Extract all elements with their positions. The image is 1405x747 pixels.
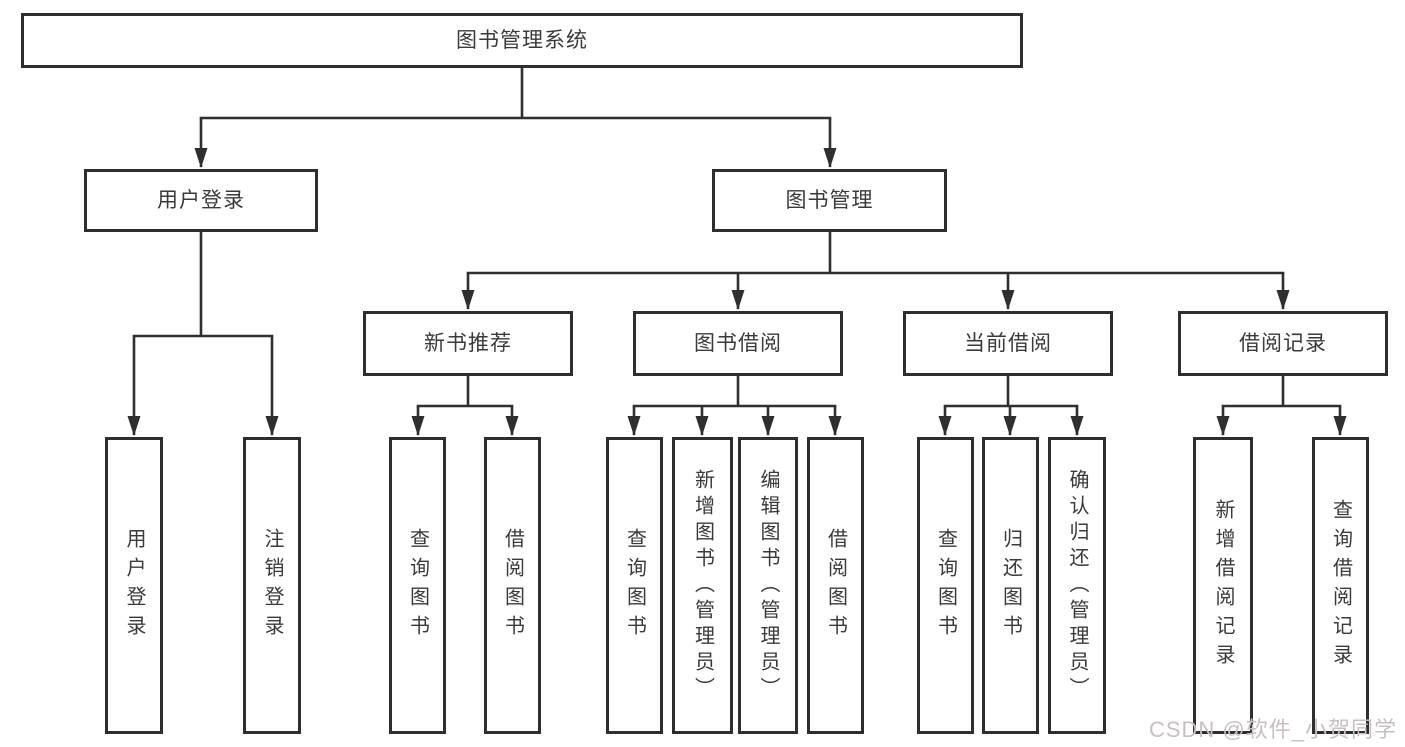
leaf-edit-book-admin: 编辑图书（管理员） xyxy=(738,437,798,734)
node-new-book-recommend: 新书推荐 xyxy=(363,311,573,376)
leaf-query-books-current: 查询图书 xyxy=(917,437,974,734)
connector-root-to-level2 xyxy=(194,68,837,168)
node-book-borrow: 图书借阅 xyxy=(633,311,843,376)
csdn-watermark: CSDN @软件_小贺同学 xyxy=(1148,717,1397,742)
leaf-borrow-books: 借阅图书 xyxy=(807,437,864,734)
connector-current-borrow-to-leaves xyxy=(938,376,1084,436)
leaf-return-book: 归还图书 xyxy=(982,437,1039,734)
connector-book-mgmt-to-level3 xyxy=(461,232,1290,310)
leaf-user-login: 用户登录 xyxy=(105,437,163,734)
leaf-logout: 注销登录 xyxy=(243,437,301,734)
leaf-add-borrow-record: 新增借阅记录 xyxy=(1193,437,1253,734)
leaf-query-books-recommend: 查询图书 xyxy=(389,437,446,734)
connector-borrow-records-to-leaves xyxy=(1216,376,1347,436)
node-book-management: 图书管理 xyxy=(712,169,947,232)
connector-user-login-to-leaves xyxy=(127,232,279,436)
node-current-borrow: 当前借阅 xyxy=(903,311,1113,376)
leaf-borrow-books-recommend: 借阅图书 xyxy=(484,437,541,734)
leaf-query-borrow-record: 查询借阅记录 xyxy=(1312,437,1369,734)
connector-new-rec-to-leaves xyxy=(411,376,519,436)
connector-book-borrow-to-leaves xyxy=(627,376,842,436)
leaf-add-book-admin: 新增图书（管理员） xyxy=(672,437,733,734)
leaf-confirm-return-admin: 确认归还（管理员） xyxy=(1048,437,1106,734)
leaf-query-books-borrow: 查询图书 xyxy=(606,437,663,734)
node-user-login: 用户登录 xyxy=(84,169,318,232)
node-library-system: 图书管理系统 xyxy=(21,13,1023,68)
node-borrow-records: 借阅记录 xyxy=(1178,311,1388,376)
